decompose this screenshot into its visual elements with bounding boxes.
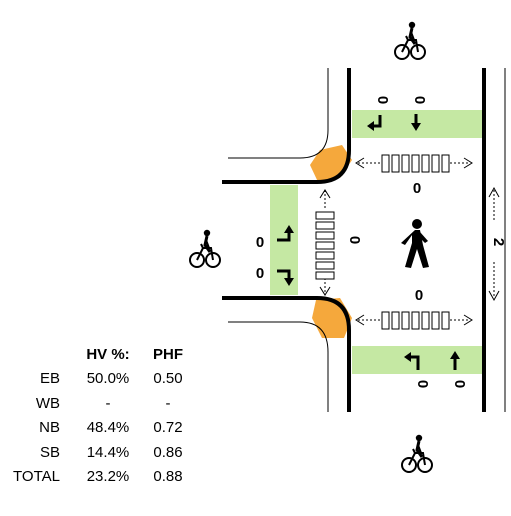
table-header-hv: HV %:	[86, 345, 130, 363]
east-two-way-arrows	[488, 186, 500, 302]
table-row: TOTAL 23.2% 0.88	[4, 465, 200, 490]
north-crosswalk	[355, 154, 473, 173]
northwest-road-edge	[222, 68, 351, 184]
hv-value: -	[105, 394, 111, 412]
north-through-arrow	[411, 114, 421, 131]
south-crosswalk	[355, 311, 473, 330]
west-crosswalk	[315, 189, 335, 296]
northwest-outer-curb	[228, 68, 329, 159]
phf-value: 0.88	[153, 468, 183, 486]
north-crosswalk-ped-volume: 0	[413, 180, 421, 197]
southwest-road-edge	[222, 296, 351, 412]
south-through-arrow	[450, 351, 460, 370]
phf-value: -	[165, 394, 171, 412]
phf-value: 0.72	[153, 419, 183, 437]
bicycle-icon-south	[400, 433, 434, 474]
north-leg-left-volume: 0	[374, 96, 391, 104]
table-row: WB - -	[4, 391, 200, 416]
bicycle-icon-west	[188, 228, 222, 269]
table-row: SB 14.4% 0.86	[4, 440, 200, 465]
east-leg-volume: 2	[490, 238, 507, 246]
hv-value: 14.4%	[86, 443, 130, 461]
west-crosswalk-ped-volume: 0	[346, 236, 363, 244]
west-leg-lower-volume: 0	[256, 265, 264, 282]
bicycle-icon-north	[393, 20, 427, 61]
phf-value: 0.50	[153, 370, 183, 388]
south-leg-left-volume: 0	[414, 380, 431, 388]
phf-value: 0.86	[153, 443, 183, 461]
hv-phf-table: HV %: PHF EB 50.0% 0.50 WB - - NB 48.4% …	[4, 342, 200, 489]
table-header-approach	[4, 342, 80, 367]
hv-value: 23.2%	[86, 468, 130, 486]
south-left-turn-arrow	[404, 352, 420, 370]
table-row: NB 48.4% 0.72	[4, 416, 200, 441]
table-header-row: HV %: PHF	[4, 342, 200, 367]
approach-label: WB	[35, 394, 60, 412]
west-right-turn-arrow	[277, 269, 294, 286]
table-row: EB 50.0% 0.50	[4, 367, 200, 392]
approach-label: SB	[39, 443, 60, 461]
approach-label: NB	[39, 419, 60, 437]
north-left-turn-arrow	[367, 115, 382, 131]
approach-label: EB	[39, 370, 60, 388]
west-left-turn-arrow	[277, 225, 294, 242]
south-crosswalk-ped-volume: 0	[415, 287, 423, 304]
pedestrian-icon	[401, 219, 429, 268]
south-leg-right-volume: 0	[451, 380, 468, 388]
hv-value: 50.0%	[86, 370, 130, 388]
southwest-outer-curb	[228, 321, 329, 412]
west-leg-upper-volume: 0	[256, 234, 264, 251]
hv-value: 48.4%	[86, 419, 130, 437]
approach-label: TOTAL	[13, 468, 60, 486]
table-header-phf: PHF	[153, 345, 183, 363]
north-leg-right-volume: 0	[411, 96, 428, 104]
